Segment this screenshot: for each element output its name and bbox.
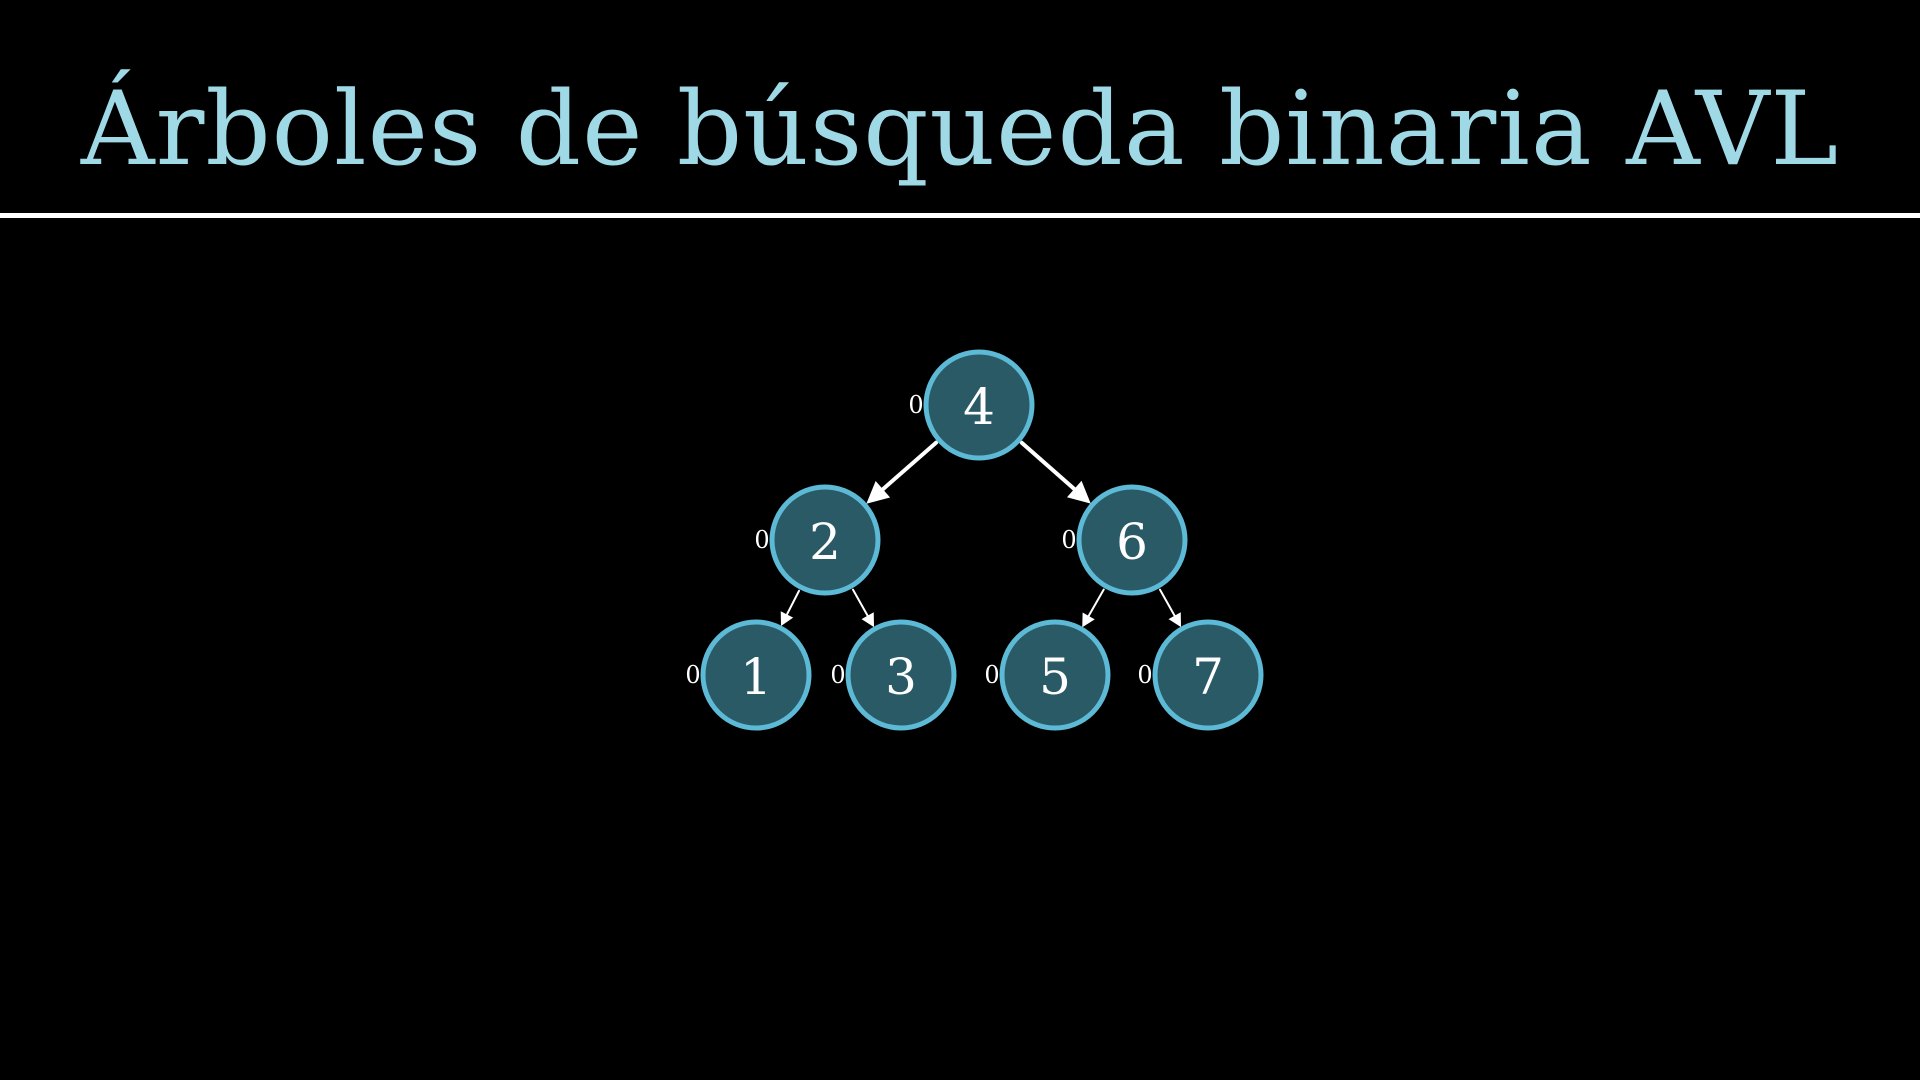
tree-node-5: 50: [984, 619, 1111, 731]
balance-factor: 0: [1061, 526, 1076, 554]
tree-node-4: 40: [908, 349, 1035, 461]
tree-node-3: 30: [830, 619, 957, 731]
node-value: 1: [740, 648, 772, 706]
balance-factor: 0: [685, 661, 700, 689]
node-circle: [923, 349, 1035, 461]
node-circle: [700, 619, 812, 731]
title-divider: [0, 213, 1920, 218]
arrowhead-n4-n6: [1066, 480, 1091, 504]
page-title: Árboles de búsqueda binaria AVL: [80, 70, 1840, 189]
node-circle: [845, 619, 957, 731]
arrowhead-n6-n7: [1168, 612, 1182, 628]
node-value: 7: [1192, 648, 1224, 706]
node-circle: [1076, 484, 1188, 596]
tree-node-2: 20: [754, 484, 881, 596]
node-circle: [769, 484, 881, 596]
node-value: 2: [809, 513, 841, 571]
balance-factor: 0: [1137, 661, 1152, 689]
node-circle: [1152, 619, 1264, 731]
arrowhead-n2-n3: [861, 612, 875, 628]
tree-node-7: 70: [1137, 619, 1264, 731]
tree-node-1: 10: [685, 619, 812, 731]
arrowhead-n2-n1: [780, 611, 794, 627]
tree-edges: [780, 440, 1182, 628]
arrowhead-n6-n5: [1082, 612, 1095, 628]
node-value: 3: [885, 648, 917, 706]
edge-n6-n5: [1087, 588, 1105, 617]
arrowhead-n4-n2: [866, 480, 891, 504]
balance-factor: 0: [754, 526, 769, 554]
edge-n2-n1: [785, 589, 801, 616]
node-circle: [999, 619, 1111, 731]
balance-factor: 0: [908, 391, 923, 419]
edge-n4-n6: [1019, 440, 1077, 492]
edge-n6-n7: [1158, 588, 1176, 617]
tree-node-6: 60: [1061, 484, 1188, 596]
edge-n2-n3: [851, 588, 869, 617]
balance-factor: 0: [830, 661, 845, 689]
edge-n4-n2: [880, 440, 939, 492]
node-value: 5: [1039, 648, 1071, 706]
balance-factor: 0: [984, 661, 999, 689]
node-value: 6: [1116, 513, 1148, 571]
node-value: 4: [963, 378, 995, 436]
